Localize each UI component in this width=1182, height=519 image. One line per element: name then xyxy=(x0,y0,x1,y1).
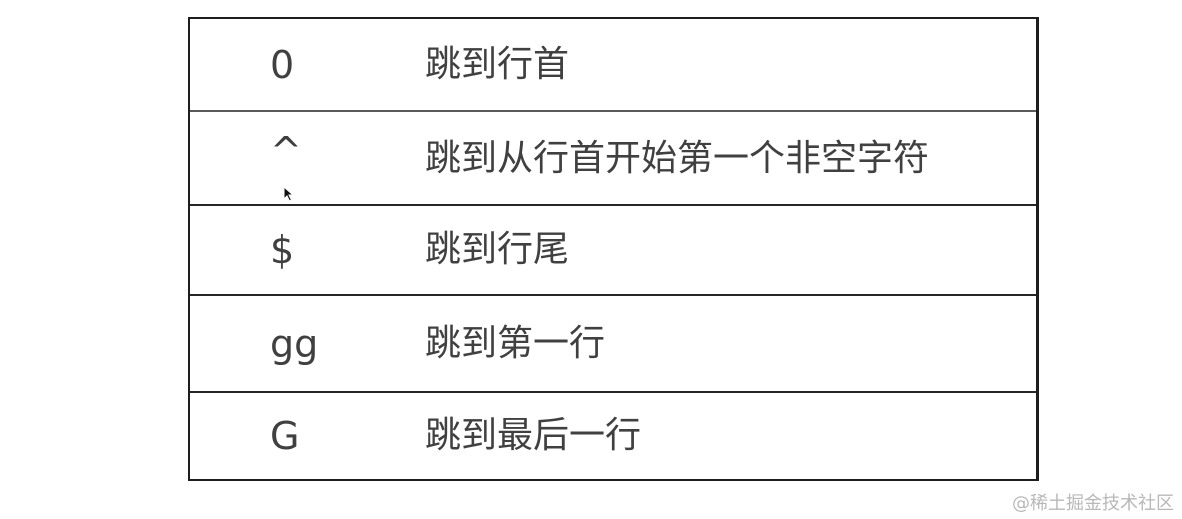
description-cell: 跳到行尾 xyxy=(425,229,570,270)
table-row: G 跳到最后一行 xyxy=(190,393,1036,479)
row-divider xyxy=(190,391,1036,393)
row-divider xyxy=(190,110,1036,112)
table-row: $ 跳到行尾 xyxy=(190,206,1036,294)
row-divider xyxy=(190,204,1036,206)
table-row: 0 跳到行首 xyxy=(190,19,1036,110)
command-cell: $ xyxy=(270,228,295,272)
description-cell: 跳到行首 xyxy=(425,43,570,85)
table-row: gg 跳到第一行 xyxy=(190,296,1036,391)
command-cell: G xyxy=(270,414,300,458)
watermark: @稀土掘金技术社区 xyxy=(1012,493,1174,514)
description-cell: 跳到第一行 xyxy=(425,322,606,364)
command-cell: ^ xyxy=(270,129,302,173)
row-divider xyxy=(190,294,1036,296)
command-cell: 0 xyxy=(270,42,295,87)
command-cell: gg xyxy=(270,321,319,366)
shortcut-table: 0 跳到行首 ^ 跳到从行首开始第一个非空字符 $ 跳到行尾 gg 跳到第一行 … xyxy=(188,17,1039,481)
table-row: ^ 跳到从行首开始第一个非空字符 xyxy=(190,112,1036,205)
description-cell: 跳到最后一行 xyxy=(425,415,642,456)
description-cell: 跳到从行首开始第一个非空字符 xyxy=(425,137,930,179)
